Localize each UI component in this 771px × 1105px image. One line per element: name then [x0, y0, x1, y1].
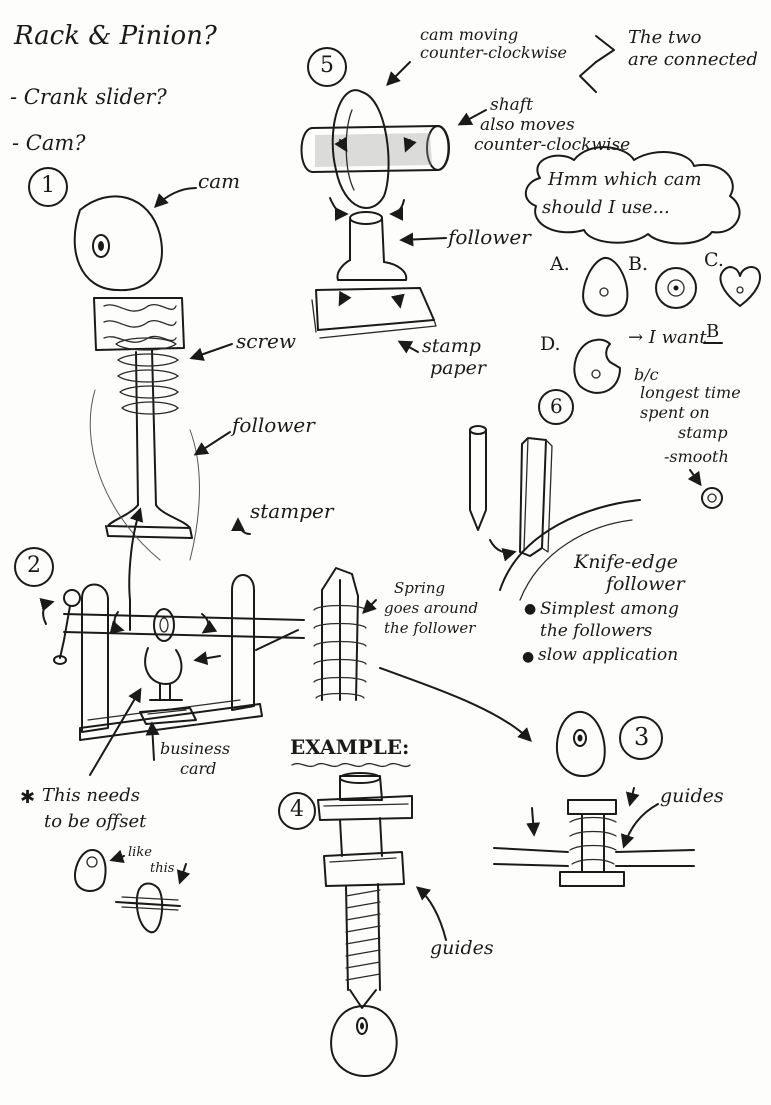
step-number-5: 5: [320, 53, 334, 78]
cam-option-d: [573, 338, 621, 394]
knife-edge-title-1: Knife-edge: [574, 551, 679, 573]
label-follower-5: follower: [448, 225, 531, 249]
step-circle-1: [28, 167, 68, 207]
step-circle-4: [278, 792, 316, 830]
sketch4-example: [291, 762, 447, 1077]
label-follower-1: follower: [232, 413, 315, 437]
label-stamper: stamper: [250, 499, 334, 523]
like-this-1: like: [128, 845, 152, 860]
label-stamp-paper-2: paper: [430, 357, 486, 379]
step-number-6: 6: [550, 394, 563, 418]
arrow-to-follower-1: [193, 431, 231, 456]
business-card-2: card: [180, 759, 217, 778]
label-connected-2: are connected: [628, 49, 758, 70]
sketch3-mechanism: [493, 710, 695, 887]
cam-option-a-label: A.: [550, 253, 570, 275]
step-circle-3: [619, 716, 663, 760]
knife-bullet-1a: Simplest among: [540, 599, 679, 619]
like-this-2: this: [150, 861, 175, 876]
step-number-1: 1: [41, 173, 55, 198]
step-circle-5: [307, 47, 347, 87]
arrow-to-stamper: [231, 517, 251, 535]
knife-edge-title-2: follower: [606, 573, 685, 595]
thought-text-1: Hmm which cam: [548, 169, 702, 190]
want-text: → I want: [628, 327, 707, 348]
reason-1: longest time: [640, 383, 741, 402]
label-cam-moving-2: counter-clockwise: [420, 43, 568, 62]
thought-cloud: [525, 146, 741, 245]
cam-option-d-label: D.: [540, 333, 561, 355]
cam-option-b: [655, 267, 697, 309]
thought-text-2: should I use...: [542, 197, 670, 218]
step-number-3: 3: [634, 723, 650, 751]
label-connected-1: The two: [628, 27, 702, 48]
step-number-4: 4: [290, 797, 304, 822]
arrow-to-cam: [154, 187, 197, 208]
label-cam-moving-1: cam moving: [420, 25, 519, 44]
arrow-to-screw: [189, 343, 233, 361]
offset-note-1: This needs: [42, 785, 140, 806]
question-crank-slider: - Crank slider?: [10, 85, 167, 109]
label-shaft-2: also moves: [480, 115, 575, 135]
cam-option-c-label: C.: [704, 249, 724, 271]
offset-example: [74, 849, 191, 934]
sketch1-mechanism: [73, 195, 200, 561]
want-choice: B: [706, 321, 720, 342]
cam-option-c: [719, 266, 761, 307]
step-circle-6: [538, 389, 574, 425]
knife-bullet-2: slow application: [538, 645, 679, 665]
reason-bc: b/c: [634, 365, 659, 384]
sketch6-knife-edge: [469, 425, 641, 601]
label-cam: cam: [198, 169, 241, 193]
label-shaft-3: counter-clockwise: [474, 135, 631, 155]
question-cam: - Cam?: [12, 131, 86, 155]
cam-option-a: [582, 256, 629, 317]
spring-follower: [255, 567, 532, 742]
spring-label-3: the follower: [384, 619, 476, 637]
offset-note-2: to be offset: [44, 811, 147, 832]
question-rack-pinion: Rack & Pinion?: [14, 21, 217, 51]
business-card-1: business: [160, 739, 231, 758]
label-stamp-paper-1: stamp: [422, 335, 481, 357]
spring-label-1: Spring: [394, 579, 446, 597]
label-screw: screw: [236, 329, 296, 353]
cam-option-b-label: B.: [628, 253, 649, 275]
label-shaft-1: shaft: [490, 95, 533, 115]
smooth-cam-icon: [687, 469, 723, 509]
reason-2: spent on: [640, 403, 710, 422]
bullet-dot-1: ●: [524, 601, 537, 617]
step-number-2: 2: [27, 553, 41, 578]
bullet-dot-2: ●: [522, 649, 535, 665]
reason-3: stamp: [678, 423, 728, 442]
spring-label-2: goes around: [384, 599, 479, 617]
step-circle-2: [14, 547, 54, 587]
example-title: EXAMPLE:: [290, 735, 410, 759]
sketch3-guides: guides: [660, 785, 724, 807]
sketch2-frame: [39, 507, 305, 776]
example-guides: guides: [430, 937, 494, 959]
knife-bullet-1b: the followers: [540, 621, 653, 641]
star-mark: ✱: [20, 787, 36, 808]
sketch5-mechanism: [300, 35, 615, 354]
reason-4: -smooth: [664, 447, 729, 466]
